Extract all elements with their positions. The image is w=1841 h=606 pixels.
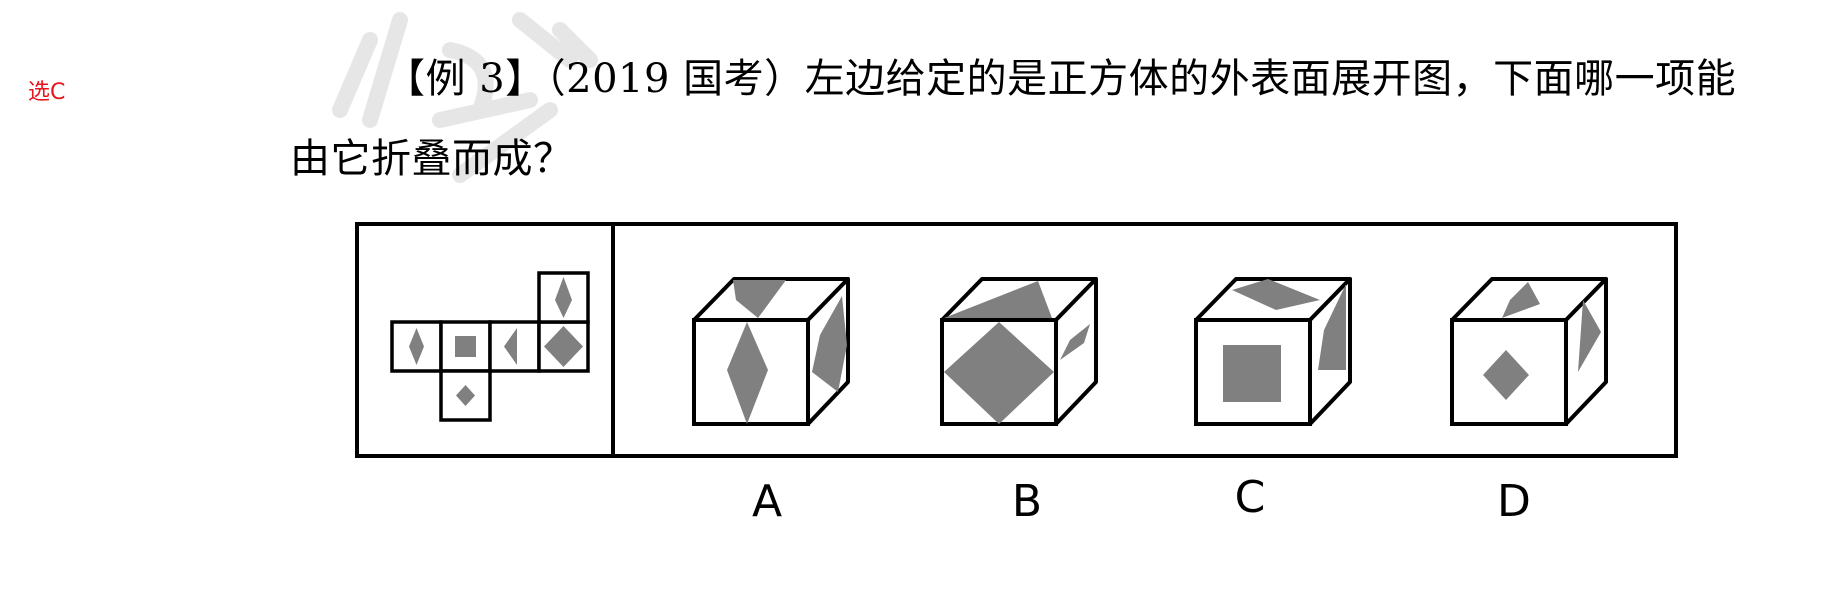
option-label-a: A (751, 476, 783, 527)
option-d-cube (1450, 277, 1608, 426)
watermark-graphic (332, 12, 598, 183)
option-b-cube (940, 277, 1098, 426)
option-label-b: B (1011, 476, 1043, 527)
cube-net-shapes (409, 277, 583, 406)
option-a-cube (692, 277, 850, 426)
answer-annotation: 选C (28, 80, 66, 105)
question-line-2: 由它折叠而成？ (290, 136, 574, 182)
option-label-d: D (1497, 476, 1531, 527)
question-line-1: 【例 3】（2019 国考）左边给定的是正方体的外表面展开图，下面哪一项能 (385, 56, 1737, 102)
option-label-c: C (1234, 472, 1266, 523)
option-c-cube (1194, 277, 1352, 426)
figure-frame (355, 222, 1678, 458)
cube-net (390, 271, 590, 422)
